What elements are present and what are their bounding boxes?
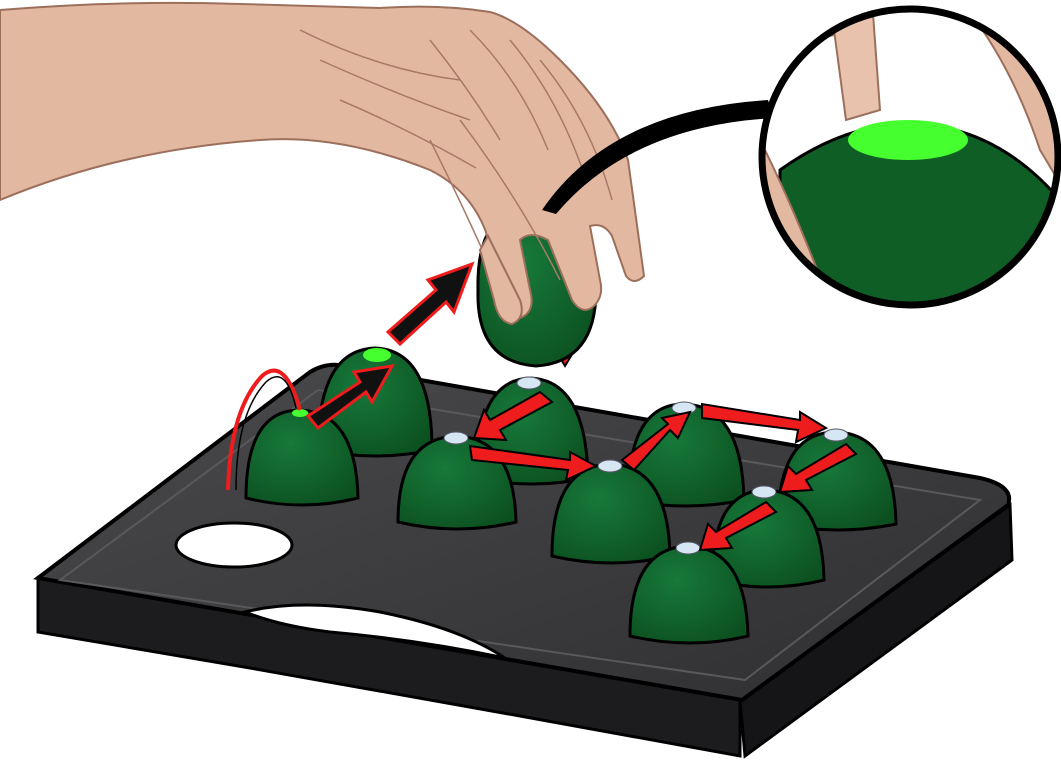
cup-5 [550,459,672,565]
hand-arm [0,1,646,320]
zoom-connector [542,100,774,214]
cup-3-marker [443,431,469,445]
hand-bone-lines [299,29,613,291]
inset-finger-mid [828,9,882,122]
inset-green-light [848,120,968,160]
arrow-cup7-to-cup8 [778,442,858,494]
arrow-cup3-to-cup5 [468,444,599,482]
cup-6-marker [671,401,697,415]
hand [0,1,646,368]
cups [244,346,898,645]
hand-thumb [478,233,523,326]
arrow-cup1-to-cup2 [305,364,395,431]
cup-1-light [292,409,308,417]
arrow-up-to-hand [385,261,475,347]
cup-2 [316,346,434,458]
arrow-cup6-to-cup7 [701,402,829,444]
cup-1 [244,408,360,507]
cup-5-marker [597,459,623,473]
zoom-inset [758,5,1061,309]
arrow-cup4-to-cup3 [472,390,554,442]
cup-2-light [363,348,391,362]
cup-7-marker [823,428,849,442]
cup-8 [710,485,826,589]
cup-9-marker [675,541,701,555]
arrow-cup5-to-cup6 [620,410,692,472]
tray-handle-opening [240,603,506,660]
zoom-inset-border [758,5,1061,309]
lift-arrows [226,261,475,491]
arrow-curved-lift-outline [235,376,297,491]
cup-4-marker [516,376,542,390]
cup-8-marker [751,485,777,499]
tray-round-opening [174,521,294,569]
cup-7 [776,428,898,532]
arrow-curved-lift [226,368,302,491]
cup-6 [626,401,746,508]
arrow-cup8-to-cup9 [698,500,778,552]
